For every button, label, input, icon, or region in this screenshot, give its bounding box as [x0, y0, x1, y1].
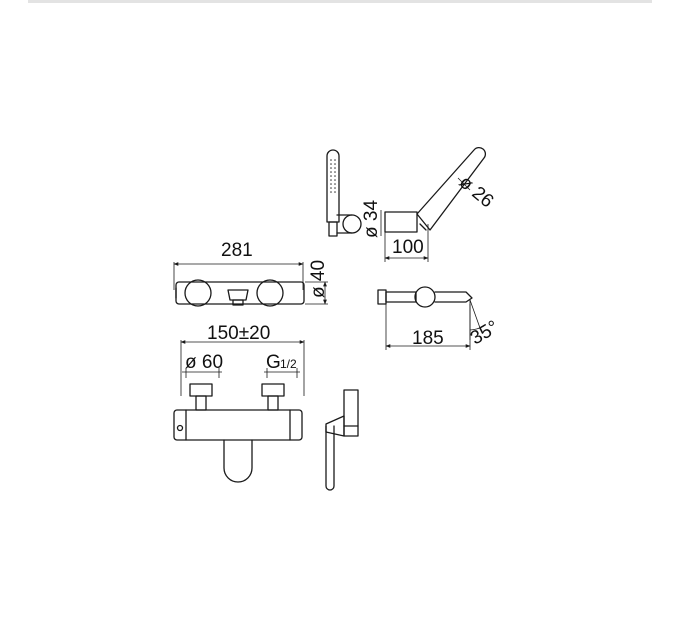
dim-holder-length: 100	[392, 237, 424, 258]
dim-hand-shower-diameter: ø 26	[455, 172, 498, 213]
dim-center-distance: 150±20	[207, 323, 270, 344]
dim-spout-angle: 35°	[467, 317, 502, 350]
dim-pipe-diameter: ø 40	[308, 260, 329, 298]
dim-thread-prefix: G	[266, 352, 281, 373]
side-view	[325, 389, 359, 491]
dim-spout-length: 185	[412, 328, 444, 349]
front-view-top	[173, 262, 328, 307]
hand-shower-side	[380, 146, 487, 262]
dim-thread-fraction: 1/2	[280, 357, 297, 371]
dim-escutcheon-diameter: ø 60	[185, 352, 223, 373]
hand-shower-front	[326, 149, 362, 237]
dim-width-total: 281	[221, 240, 253, 261]
spout-plan-view	[377, 286, 485, 350]
dim-handle-diameter: ø 34	[361, 200, 382, 238]
top-divider	[28, 0, 652, 3]
front-view-bottom	[173, 340, 305, 483]
